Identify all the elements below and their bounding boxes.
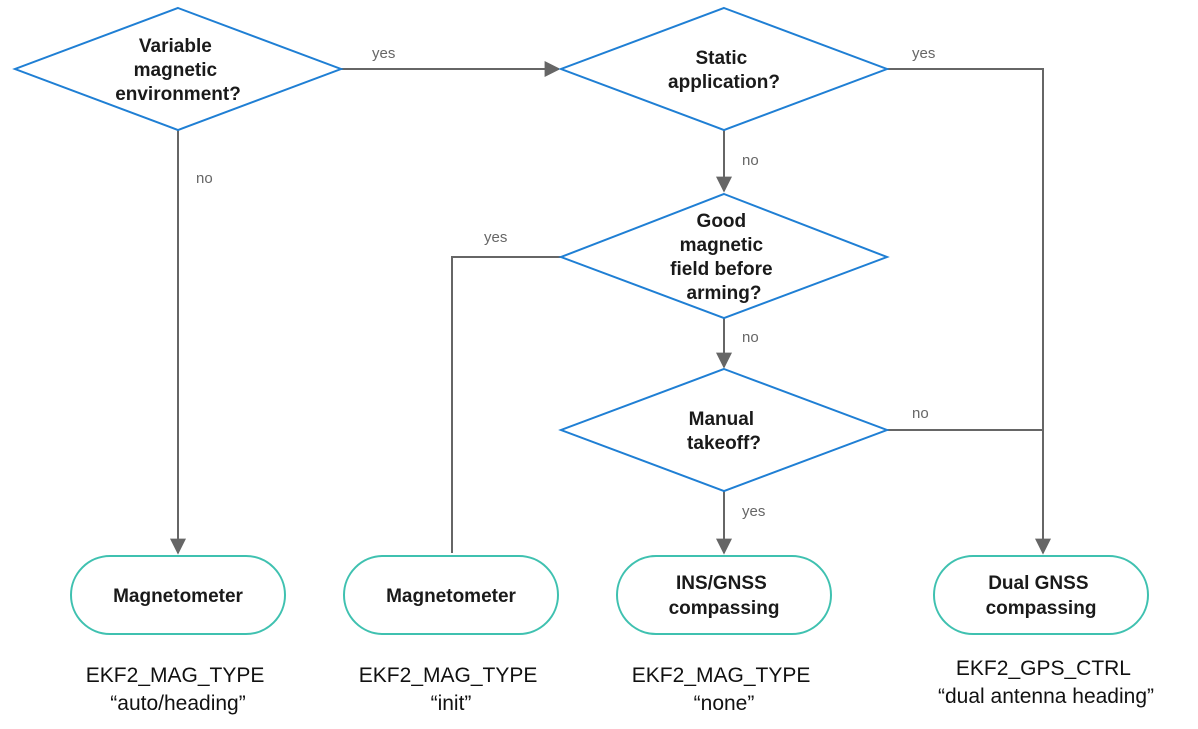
edge-label-variable-no: no (196, 170, 213, 187)
terminal-dual-gnss: Dual GNSS compassing (933, 555, 1149, 635)
decision-text-variable-magnetic: Variable magnetic environment? (115, 36, 241, 105)
edge-labels: yes no yes no yes no no yes (196, 45, 935, 520)
terminal-magnetometer-1: Magnetometer (70, 555, 286, 635)
edge-label-static-yes: yes (912, 45, 935, 62)
decision-shape (558, 367, 890, 493)
decision-shape (558, 192, 890, 320)
terminal-shape (343, 555, 559, 635)
terminal-shape (933, 555, 1149, 635)
terminal-shape (70, 555, 286, 635)
decision-good-magnetic-field: Good magnetic field before arming? (558, 192, 890, 320)
terminal-magnetometer-2: Magnetometer (343, 555, 559, 635)
decision-static-application: Static application? (558, 6, 890, 132)
decision-text-good-magnetic-field: Good magnetic field before arming? (670, 211, 778, 304)
terminal-text-magnetometer-1: Magnetometer (113, 586, 243, 607)
edge-good-field-to-magnetometer (451, 256, 561, 553)
decision-shape (558, 6, 890, 132)
edge-label-manual-no: no (912, 405, 929, 422)
terminal-text-dual-gnss: Dual GNSS compassing (986, 573, 1097, 619)
decision-text-static-application: Static application? (668, 48, 780, 93)
param-text: EKF2_MAG_TYPE “auto/heading” (86, 664, 270, 715)
terminal-text-magnetometer-2: Magnetometer (386, 586, 516, 607)
terminal-ins-gnss: INS/GNSS compassing (616, 555, 832, 635)
param-caption-magnetometer-1: EKF2_MAG_TYPE “auto/heading” (86, 664, 270, 715)
decision-shape (12, 6, 344, 132)
terminal-shape (616, 555, 832, 635)
edge-label-manual-yes: yes (742, 503, 765, 520)
param-text: EKF2_GPS_CTRL “dual antenna heading” (938, 657, 1154, 708)
decision-manual-takeoff: Manual takeoff? (558, 367, 890, 493)
edge-label-static-no: no (742, 152, 759, 169)
terminal-text-ins-gnss: INS/GNSS compassing (669, 573, 780, 619)
param-caption-magnetometer-2: EKF2_MAG_TYPE “init” (359, 664, 543, 715)
param-caption-ins-gnss: EKF2_MAG_TYPE “none” (632, 664, 816, 715)
edge-label-good-field-yes: yes (484, 229, 507, 246)
decision-text-manual-takeoff: Manual takeoff? (687, 409, 761, 454)
connectors (170, 61, 1051, 555)
param-caption-dual-gnss: EKF2_GPS_CTRL “dual antenna heading” (938, 657, 1154, 708)
edge-static-to-dual-gnss (887, 68, 1051, 555)
decision-variable-magnetic: Variable magnetic environment? (12, 6, 344, 132)
param-text: EKF2_MAG_TYPE “none” (632, 664, 816, 715)
edge-label-good-field-no: no (742, 329, 759, 346)
param-text: EKF2_MAG_TYPE “init” (359, 664, 543, 715)
edge-label-variable-yes: yes (372, 45, 395, 62)
